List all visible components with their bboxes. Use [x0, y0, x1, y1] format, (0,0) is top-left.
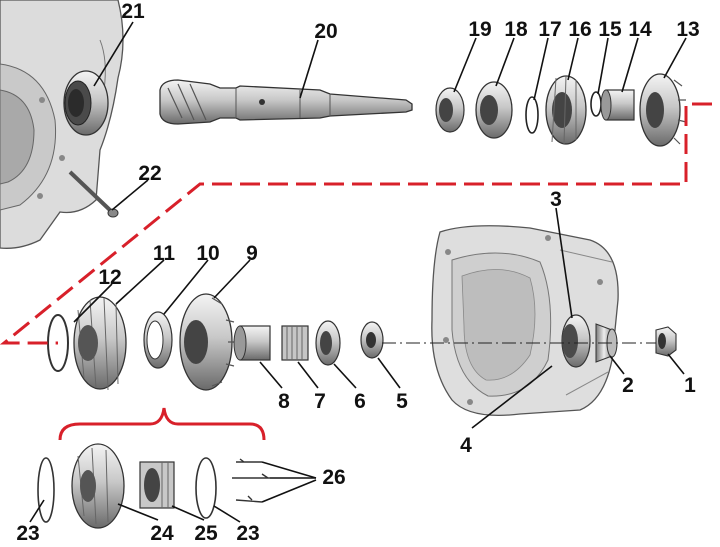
- callout-4: 4: [460, 434, 472, 457]
- nut-1: [655, 326, 677, 357]
- ring-10: [143, 311, 173, 369]
- gear-11: [73, 296, 127, 391]
- callout-13: 13: [676, 18, 699, 41]
- washer-5: [360, 321, 384, 359]
- callout-10: 10: [196, 242, 219, 265]
- callout-23-left: 23: [16, 522, 39, 545]
- part-19: [435, 87, 465, 133]
- bolt-22: [68, 170, 119, 218]
- callout-labels: 21 20 19 18 17 16 15 14 13 22 11 10 9 12…: [16, 0, 699, 545]
- callout-8: 8: [278, 390, 290, 413]
- callout-19: 19: [468, 18, 491, 41]
- callout-18: 18: [504, 18, 528, 41]
- snap-ring-23-right: [195, 457, 217, 519]
- callout-22: 22: [138, 162, 161, 185]
- callout-9: 9: [246, 242, 258, 265]
- callout-3: 3: [550, 188, 562, 211]
- callout-21: 21: [121, 0, 145, 23]
- clutch-housing: [0, 0, 124, 249]
- callout-14: 14: [628, 18, 652, 41]
- ring-15: [590, 91, 602, 117]
- gear-16: [545, 75, 587, 145]
- sleeve-8: [233, 325, 271, 361]
- callout-1: 1: [684, 374, 696, 397]
- gearbox-housing: [431, 225, 619, 417]
- snap-ring-17: [525, 96, 539, 134]
- callout-26: 26: [322, 466, 345, 489]
- input-shaft-seal-21: [63, 70, 109, 136]
- snap-ring-23-left: [37, 457, 55, 523]
- callout-20: 20: [314, 20, 337, 43]
- callout-7: 7: [314, 390, 326, 413]
- gear-18: [475, 81, 513, 139]
- gear-13: [639, 73, 687, 147]
- callout-17: 17: [538, 18, 561, 41]
- callout-11: 11: [153, 242, 176, 265]
- callout-5: 5: [396, 390, 408, 413]
- callout-15: 15: [598, 18, 622, 41]
- callout-24: 24: [150, 522, 174, 545]
- needle-bearing-7: [281, 325, 309, 361]
- callout-6: 6: [354, 390, 366, 413]
- output-shaft-20: [159, 79, 413, 125]
- callout-16: 16: [568, 18, 591, 41]
- callout-23-right: 23: [236, 522, 259, 545]
- callout-25: 25: [194, 522, 218, 545]
- bearing-25: [139, 461, 175, 509]
- leader-lines: [29, 21, 687, 523]
- bearing-3: [561, 314, 591, 368]
- group-brace: [58, 407, 266, 441]
- clips-26: [232, 458, 270, 503]
- callout-12: 12: [98, 266, 121, 289]
- assembly-path: [0, 102, 712, 345]
- gear-24: [71, 443, 125, 529]
- sleeve-14: [600, 89, 635, 121]
- callout-2: 2: [622, 374, 634, 397]
- gear-9: [179, 293, 236, 391]
- snap-ring-12: [47, 314, 69, 372]
- race-6: [315, 320, 341, 366]
